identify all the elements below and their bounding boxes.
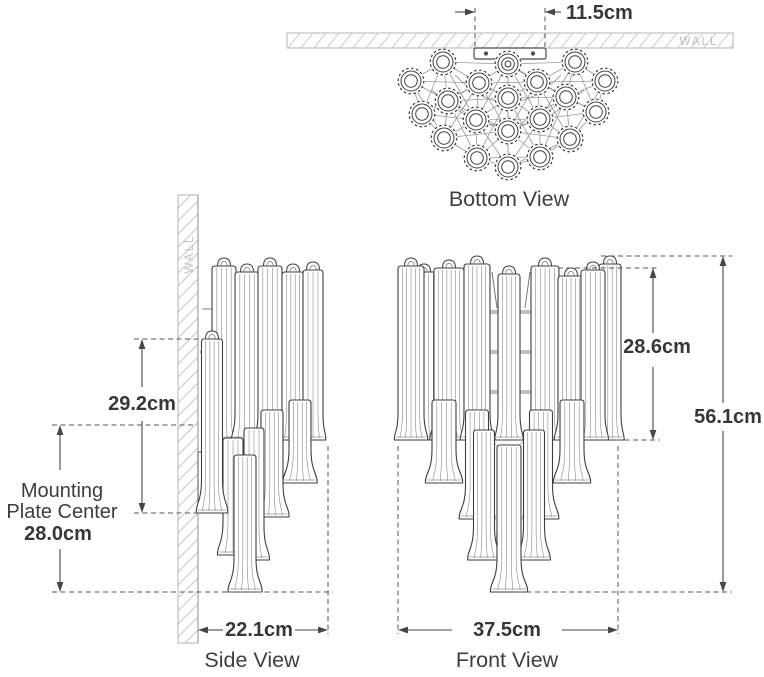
front-glass-tubes [393,255,625,593]
bottom-view-drawing [397,47,619,181]
dim-depth: 22.1cm [198,446,329,641]
dim-canopy-width: 11.5cm [455,2,633,48]
plate-screw-left [483,51,489,56]
shade-height-value: 28.6cm [623,336,691,358]
wall-section-top [286,32,734,49]
depth-value: 22.1cm [225,619,293,641]
mounting-label-line2: Plate Center [6,501,118,523]
dim-shade-height: 28.6cm [558,267,691,441]
wall-section-side [177,194,199,644]
side-view-drawing [195,257,327,593]
dim-upper-drop: 29.2cm [108,338,210,514]
dim-mounting-plate-center: Mounting Plate Center 28.0cm [6,424,333,593]
width-value: 37.5cm [473,619,541,641]
front-view-caption: Front View [456,648,559,672]
dim-width: 37.5cm [397,446,619,641]
mounting-plate-center-value: 28.0cm [24,523,92,545]
wall-label-top: WALL [680,36,719,48]
upper-drop-value: 29.2cm [108,393,176,415]
bottom-view-caption: Bottom View [449,187,570,211]
canopy-width-value: 11.5cm [566,2,633,24]
overall-height-value: 56.1cm [694,406,762,428]
front-view-drawing [393,255,625,593]
plate-screw-right [530,51,536,56]
mounting-label-line1: Mounting [21,480,103,502]
side-view-caption: Side View [204,648,300,672]
rosette-cluster [397,48,619,181]
wall-label-side: WALL [184,235,196,274]
side-glass-tubes [195,257,327,593]
dim-overall-height: 56.1cm [518,255,762,593]
